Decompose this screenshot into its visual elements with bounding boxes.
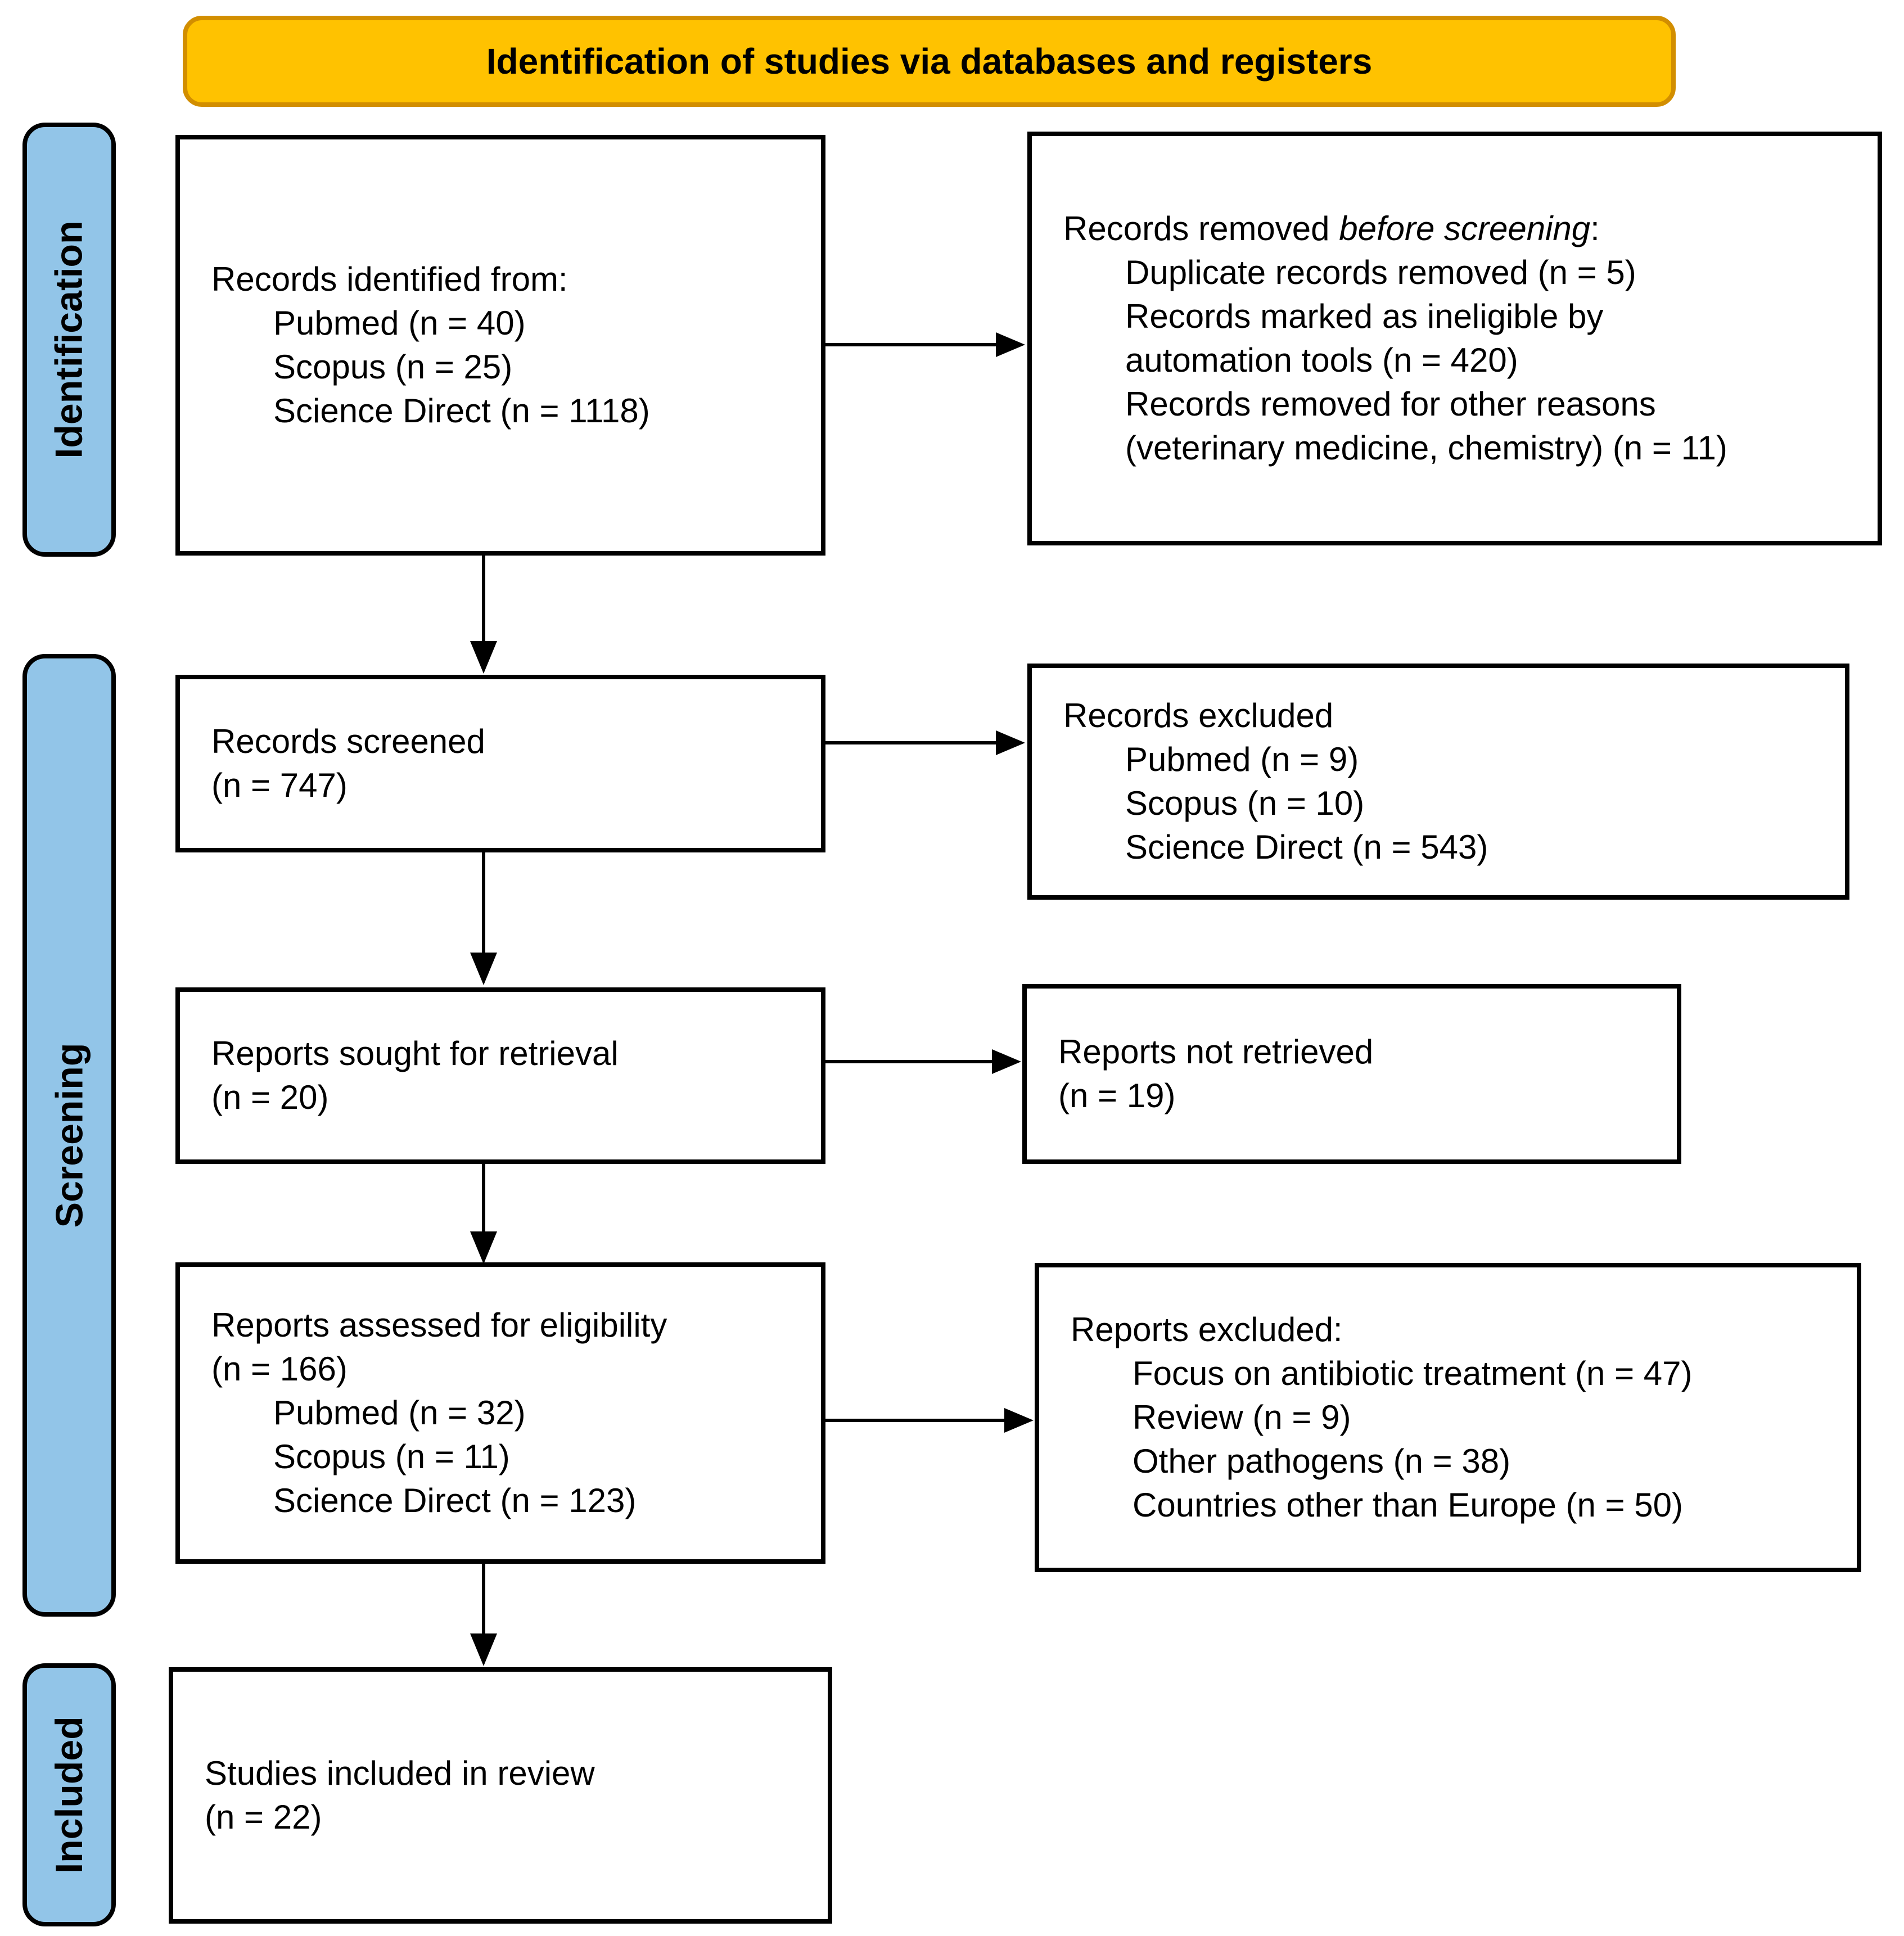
text-line: Records removed for other reasons xyxy=(1125,385,1656,423)
text-line: Reports sought for retrieval xyxy=(211,1035,619,1072)
banner: Identification of studies via databases … xyxy=(183,16,1676,107)
text-line: Pubmed (n = 9) xyxy=(1125,741,1359,778)
text-line: Science Direct (n = 123) xyxy=(273,1482,637,1519)
box-reports-assessed-text: Reports assessed for eligibility (n = 16… xyxy=(180,1298,821,1528)
box-reports-assessed: Reports assessed for eligibility (n = 16… xyxy=(175,1262,825,1564)
arrowhead-right-icon xyxy=(1004,1408,1034,1433)
text-line: (n = 166) xyxy=(211,1350,348,1388)
box-records-removed: Records removed before screening: Duplic… xyxy=(1027,132,1882,545)
arrowhead-down-icon xyxy=(470,953,497,985)
title-segment: Records removed xyxy=(1063,210,1339,247)
text-line: Countries other than Europe (n = 50) xyxy=(1133,1486,1683,1524)
banner-title: Identification of studies via databases … xyxy=(486,41,1373,82)
box-studies-included-text: Studies included in review (n = 22) xyxy=(173,1746,828,1845)
text-line: Pubmed (n = 32) xyxy=(273,1394,526,1432)
box-records-excluded: Records excluded Pubmed (n = 9) Scopus (… xyxy=(1027,664,1849,900)
box-records-identified-text: Records identified from: Pubmed (n = 40)… xyxy=(180,252,821,439)
text-line: Reports excluded: xyxy=(1071,1311,1343,1348)
text-line: Records screened xyxy=(211,723,485,760)
text-line: Scopus (n = 25) xyxy=(273,348,513,386)
arrow-line xyxy=(482,1564,485,1633)
box-reports-not-retrieved-text: Reports not retrieved (n = 19) xyxy=(1027,1025,1677,1123)
text-line: (n = 20) xyxy=(211,1078,329,1116)
arrowhead-right-icon xyxy=(996,730,1025,755)
text-line: Records excluded xyxy=(1063,697,1334,734)
box-records-excluded-text: Records excluded Pubmed (n = 9) Scopus (… xyxy=(1032,688,1845,875)
text-line: Reports assessed for eligibility xyxy=(211,1306,667,1344)
box-reports-excluded: Reports excluded: Focus on antibiotic tr… xyxy=(1035,1263,1861,1572)
text-line: Science Direct (n = 543) xyxy=(1125,828,1488,866)
arrowhead-down-icon xyxy=(470,1231,497,1264)
box-reports-sought-text: Reports sought for retrieval (n = 20) xyxy=(180,1026,821,1125)
arrowhead-down-icon xyxy=(470,1633,497,1666)
box-reports-not-retrieved: Reports not retrieved (n = 19) xyxy=(1022,984,1681,1164)
title-segment: : xyxy=(1590,210,1600,247)
arrow-line xyxy=(825,741,996,744)
text-line: Reports not retrieved xyxy=(1058,1033,1374,1071)
text-line: (veterinary medicine, chemistry) (n = 11… xyxy=(1125,429,1727,467)
text-line: (n = 19) xyxy=(1058,1077,1176,1114)
box-studies-included: Studies included in review (n = 22) xyxy=(169,1667,832,1924)
text-line: Records identified from: xyxy=(211,260,568,298)
sidebar-identification-label: Identification xyxy=(48,220,91,459)
box-records-screened: Records screened (n = 747) xyxy=(175,675,825,852)
arrow-line xyxy=(482,1164,485,1231)
text-line: automation tools (n = 420) xyxy=(1125,341,1518,379)
text-line: Scopus (n = 11) xyxy=(273,1438,510,1475)
box-reports-sought: Reports sought for retrieval (n = 20) xyxy=(175,987,825,1164)
box-records-identified: Records identified from: Pubmed (n = 40)… xyxy=(175,135,825,556)
text-line: Records marked as ineligible by xyxy=(1125,297,1604,335)
box-reports-excluded-text: Reports excluded: Focus on antibiotic tr… xyxy=(1039,1302,1857,1533)
text-line: Review (n = 9) xyxy=(1133,1398,1351,1436)
arrow-line xyxy=(825,1419,1004,1422)
title-segment-italic: before screening xyxy=(1339,210,1591,247)
box-records-screened-text: Records screened (n = 747) xyxy=(180,714,821,813)
text-line: Pubmed (n = 40) xyxy=(273,304,526,342)
arrow-line xyxy=(825,1060,992,1063)
box-records-removed-text: Records removed before screening: Duplic… xyxy=(1032,201,1878,476)
text-line: (n = 747) xyxy=(211,766,348,804)
arrow-line xyxy=(825,343,996,346)
arrowhead-right-icon xyxy=(996,332,1025,357)
text-line: Science Direct (n = 1118) xyxy=(273,392,650,430)
sidebar-included: Included xyxy=(22,1663,116,1926)
arrowhead-right-icon xyxy=(992,1049,1021,1074)
text-line: Duplicate records removed (n = 5) xyxy=(1125,254,1636,291)
arrow-line xyxy=(482,852,485,953)
text-line: Studies included in review xyxy=(205,1754,595,1792)
sidebar-identification: Identification xyxy=(22,123,116,557)
sidebar-screening: Screening xyxy=(22,654,116,1617)
arrow-line xyxy=(482,556,485,641)
arrowhead-down-icon xyxy=(470,641,497,674)
text-line: Focus on antibiotic treatment (n = 47) xyxy=(1133,1355,1693,1392)
text-line: Scopus (n = 10) xyxy=(1125,784,1365,822)
sidebar-included-label: Included xyxy=(48,1716,91,1874)
text-line: Records removed before screening: xyxy=(1063,207,1866,251)
text-line: Other pathogens (n = 38) xyxy=(1133,1442,1511,1480)
text-line: (n = 22) xyxy=(205,1798,322,1836)
sidebar-screening-label: Screening xyxy=(48,1043,91,1228)
